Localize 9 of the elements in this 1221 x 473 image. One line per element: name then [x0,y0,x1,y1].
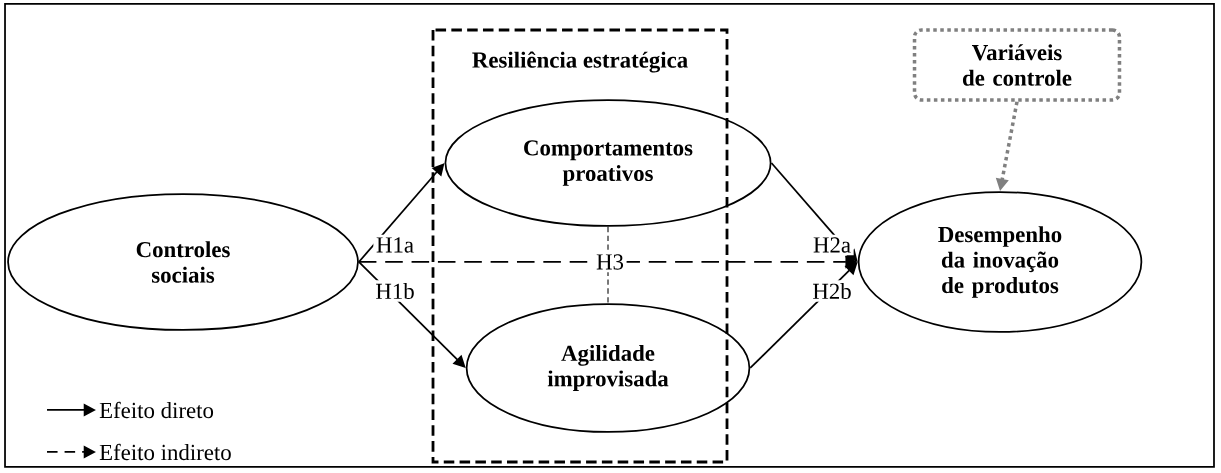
edge-label: H3 [593,251,627,273]
control-box: Variáveis de controle [912,28,1122,102]
edge-label: H2b [809,280,855,302]
edge-label: H1b [372,280,418,302]
arrow [357,163,445,263]
edge-label: H2a [810,234,854,256]
edge-label: H1a [373,234,417,256]
legend-label: Efeito indireto [99,443,231,461]
legend-label: Efeito direto [99,401,214,419]
